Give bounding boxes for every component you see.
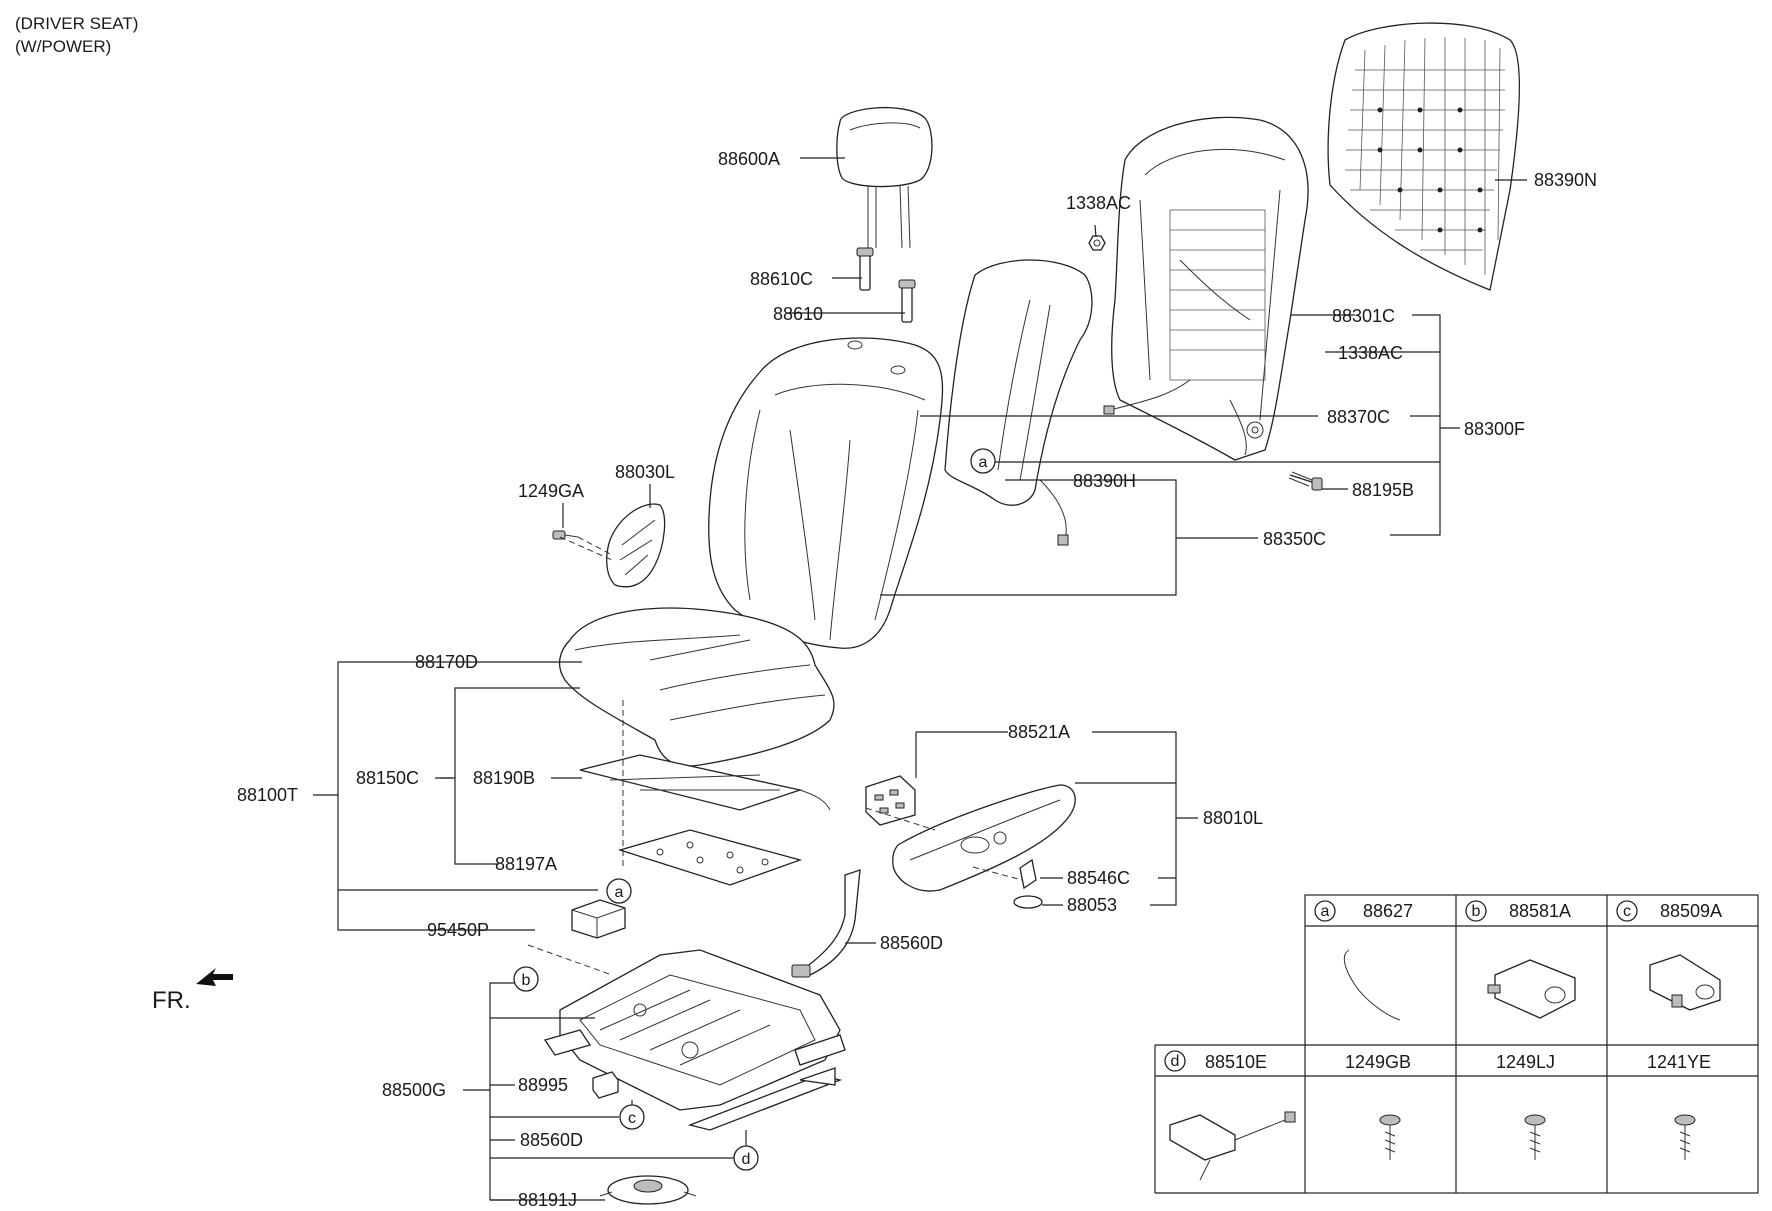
back-board-drawing [1327, 22, 1521, 291]
front-arrow-icon [196, 968, 233, 986]
label-88197a: 88197A [495, 854, 557, 874]
svg-text:a: a [615, 884, 624, 901]
label-88150c: 88150C [356, 768, 419, 788]
label-88560d-belt: 88560D [880, 933, 943, 953]
inner-shield-drawing [606, 503, 666, 588]
legend-part-88509a: 88509A [1660, 901, 1722, 921]
label-88010l: 88010L [1203, 808, 1263, 828]
leader-lines [313, 157, 1527, 1201]
label-88500g: 88500G [382, 1080, 446, 1100]
label-88610c: 88610C [750, 269, 813, 289]
headrest-drawing [836, 107, 933, 249]
legend-part-1241ye: 1241YE [1647, 1052, 1711, 1072]
label-88995: 88995 [518, 1075, 568, 1095]
callout-b-frame: b [513, 966, 539, 992]
switch-drawing [865, 775, 916, 826]
legend-table: a 88627 b 88581A c 88509A d 88510E [1154, 894, 1759, 1194]
back-trim-drawing [944, 259, 1093, 546]
svg-text:b: b [1472, 903, 1481, 920]
label-88600a: 88600A [718, 149, 780, 169]
header-line-2: (W/POWER) [15, 37, 111, 56]
label-1338ac: 1338AC [1338, 343, 1403, 363]
legend-part-88510e: 88510E [1205, 1052, 1267, 1072]
label-88195b: 88195B [1352, 480, 1414, 500]
label-1249ga: 1249GA [518, 481, 584, 501]
svg-text:c: c [628, 1110, 636, 1127]
legend-cell-c: c 88509A [1616, 900, 1722, 1011]
legend-part-88627: 88627 [1363, 901, 1413, 921]
legend-cell-d: d 88510E [1164, 1050, 1296, 1181]
legend-part-1249gb: 1249GB [1345, 1052, 1411, 1072]
svg-text:d: d [742, 1151, 751, 1168]
headrest-guide-drawings [856, 247, 916, 323]
guide-dash-shield [559, 536, 613, 561]
front-direction-marker: FR. [152, 968, 233, 1014]
cushion-plate-drawing [617, 829, 803, 886]
svg-text:c: c [1623, 903, 1631, 920]
legend-cell-1249gb: 1249GB [1345, 1052, 1411, 1160]
legend-cell-1241ye: 1241YE [1647, 1052, 1711, 1160]
label-88370c: 88370C [1327, 407, 1390, 427]
svg-text:a: a [979, 454, 988, 471]
bolt-88195b-drawing [1288, 471, 1323, 491]
label-88100t: 88100T [237, 785, 298, 805]
module-drawing [571, 899, 626, 939]
legend-cell-1249lj: 1249LJ [1496, 1052, 1555, 1160]
cushion-heater-drawing [579, 754, 831, 811]
guide-dash-knob [972, 866, 1023, 881]
svg-text:d: d [1171, 1053, 1180, 1070]
legend-cell-b: b 88581A [1465, 900, 1576, 1019]
knob-drawing [1019, 858, 1037, 890]
guide-dash-frame [527, 944, 613, 976]
label-88030l: 88030L [615, 462, 675, 482]
callout-a-cushion: a [606, 878, 632, 904]
label-88191j: 88191J [518, 1190, 577, 1210]
label-88350c: 88350C [1263, 529, 1326, 549]
screw-1249ga-drawing [552, 530, 613, 556]
label-88190b: 88190B [473, 768, 535, 788]
legend-part-1249lj: 1249LJ [1496, 1052, 1555, 1072]
label-88053: 88053 [1067, 895, 1117, 915]
label-88546c: 88546C [1067, 868, 1130, 888]
label-95450p: 95450P [427, 920, 489, 940]
svg-text:b: b [522, 972, 531, 989]
label-88301c: 88301C [1332, 306, 1395, 326]
label-88300f: 88300F [1464, 419, 1525, 439]
track-part-88995-drawing [592, 1071, 619, 1099]
legend-cell-a: a 88627 [1314, 900, 1413, 1021]
belt-buckle-drawing [791, 869, 861, 978]
nut-1338ac-drawing [1088, 235, 1106, 251]
outer-shield-drawing [892, 784, 1076, 892]
svg-text:FR.: FR. [152, 987, 191, 1014]
label-88390n: 88390N [1534, 170, 1597, 190]
callout-c-frame: c [619, 1104, 645, 1130]
label-88390h: 88390H [1073, 471, 1136, 491]
track-frame-drawing [543, 949, 846, 1131]
label-88610: 88610 [773, 304, 823, 324]
callout-d-frame: d [733, 1145, 759, 1171]
seat-back-frame-drawing [1103, 116, 1309, 461]
label-1338ac-top: 1338AC [1066, 193, 1131, 213]
label-88521a: 88521A [1008, 722, 1070, 742]
seat-cushion-drawing [558, 607, 835, 767]
label-88170d: 88170D [415, 652, 478, 672]
track-motor-drawing [599, 1175, 697, 1205]
cap-drawing [1013, 895, 1043, 909]
guide-dash-switch [865, 807, 936, 831]
header-line-1: (DRIVER SEAT) [15, 14, 138, 33]
label-88560d-track: 88560D [520, 1130, 583, 1150]
svg-text:a: a [1321, 903, 1330, 920]
callout-a-back: a [970, 448, 996, 474]
seat-back-drawing [708, 337, 944, 649]
legend-part-88581a: 88581A [1509, 901, 1571, 921]
